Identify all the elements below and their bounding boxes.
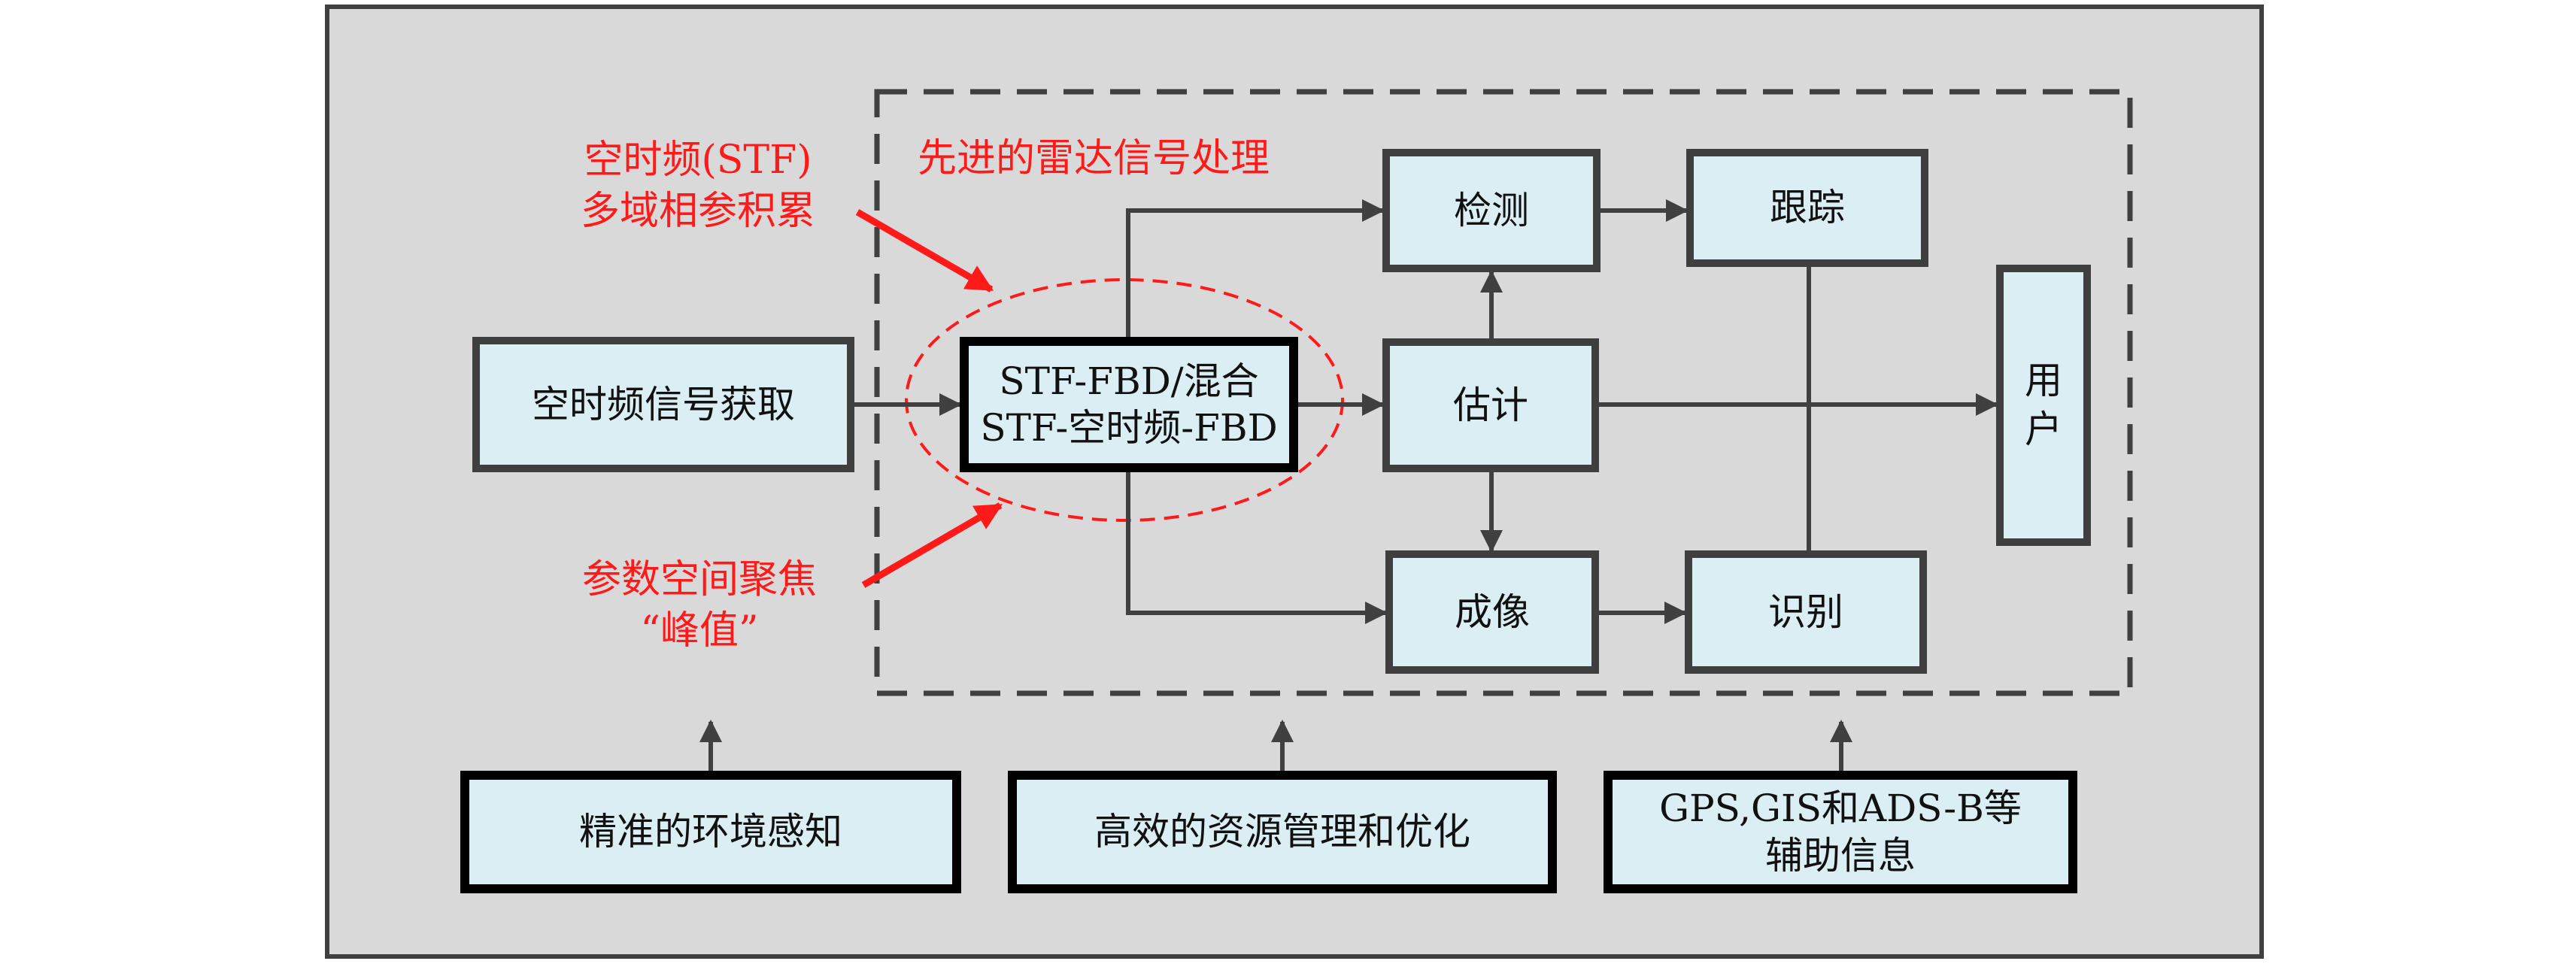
arrow-stf-to-imaging <box>1126 472 1388 624</box>
box-resource-management: 高效的资源管理和优化 <box>1008 771 1557 893</box>
box-estimation: 估计 <box>1382 338 1599 472</box>
box-recognition: 识别 <box>1685 550 1927 674</box>
box-stf-fbd: STF-FBD/混合 STF-空时频-FBD <box>960 337 1298 472</box>
box-tracking: 跟踪 <box>1686 149 1928 267</box>
box-signal-acquisition: 空时频信号获取 <box>472 337 854 472</box>
box-imaging: 成像 <box>1385 550 1599 674</box>
box-user: 用 户 <box>1996 265 2091 546</box>
annotation-bottom: 参数空间聚焦 “峰值” <box>581 557 817 653</box>
focus-ellipse <box>905 278 1344 522</box>
box-auxiliary-info: GPS,GIS和ADS-B等 辅助信息 <box>1604 771 2077 893</box>
annotation-top: 空时频(STF) 多域相参积累 <box>580 138 815 234</box>
region-title: 先进的雷达信号处理 <box>918 136 1270 181</box>
box-detection: 检测 <box>1382 149 1601 272</box>
arrow-stf-to-detection <box>1126 199 1385 338</box>
red-arrow-bottom <box>861 502 1003 588</box>
box-environment-perception: 精准的环境感知 <box>460 771 961 893</box>
processing-region-border <box>874 89 2133 696</box>
red-arrow-top <box>855 209 994 293</box>
